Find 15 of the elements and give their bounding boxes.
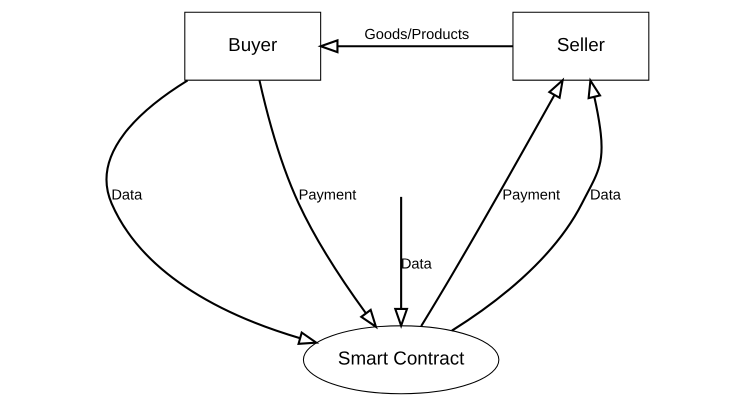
edge-label: Data (400, 256, 432, 273)
edge-label: Payment (502, 188, 560, 204)
arrow (258, 80, 378, 330)
node-box: Buyer (184, 12, 322, 81)
arrow (420, 78, 564, 327)
edge-label: Data (111, 188, 142, 204)
arrow (451, 77, 603, 332)
arrow (394, 196, 408, 329)
node-ellipse: Smart Contract (302, 325, 500, 394)
edge-label: Payment (298, 188, 356, 204)
edge-label: Data (590, 188, 621, 204)
arrow (106, 80, 320, 345)
node-box: Seller (512, 12, 650, 81)
arrow (318, 38, 513, 54)
edge-label: Goods/Products (364, 27, 470, 44)
